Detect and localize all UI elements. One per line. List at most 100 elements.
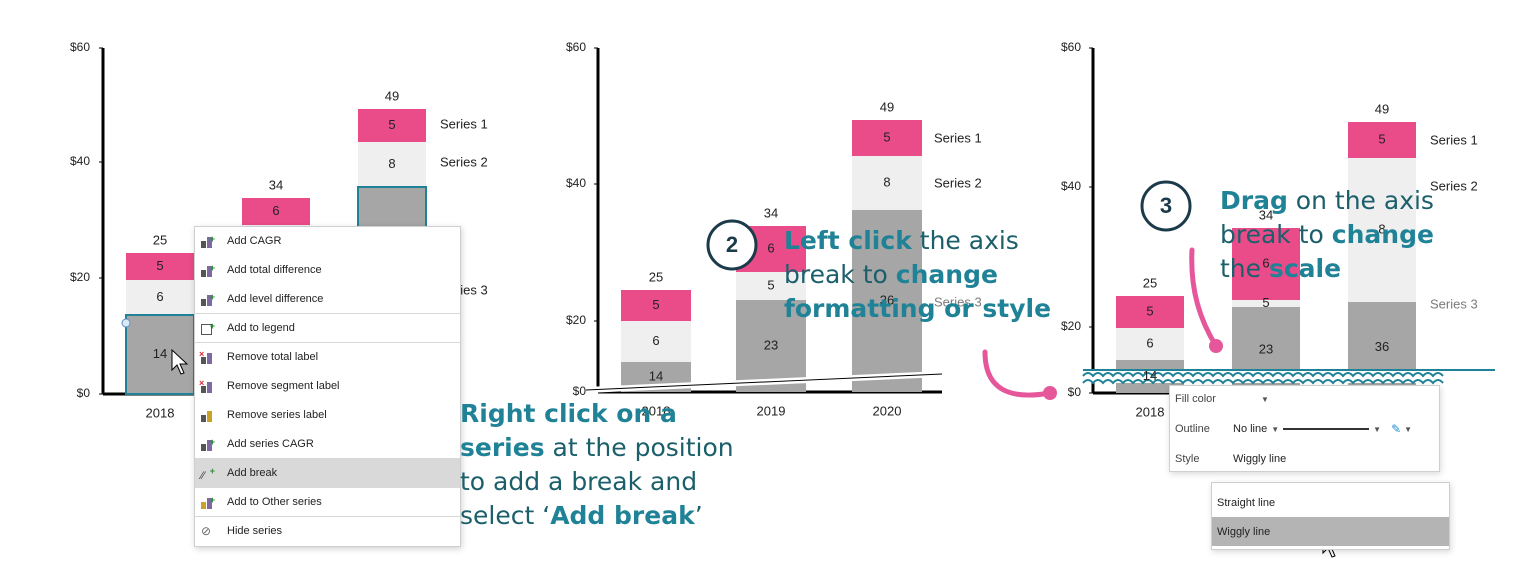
segment-label: 8 xyxy=(883,174,890,189)
selection-handle xyxy=(121,318,131,328)
pen-color-dropdown-icon[interactable]: ▼ xyxy=(1404,424,1413,434)
segment-label: 8 xyxy=(388,156,395,171)
segment-label: 5 xyxy=(652,297,659,312)
style-dropdown: Straight line Wiggly line xyxy=(1211,482,1450,550)
step-1-text-3: to add a break and xyxy=(460,467,698,496)
menu-item-add-level-difference[interactable]: +Add level difference xyxy=(195,285,460,314)
y-tick-label: $40 xyxy=(1061,179,1081,193)
menu-item-remove-total-label[interactable]: ×Remove total label xyxy=(199,348,319,364)
segment-label: 5 xyxy=(388,117,395,132)
axis-break-wiggly xyxy=(1082,372,1444,378)
menu-item-add-total-difference[interactable]: +Add total difference xyxy=(195,256,460,285)
segment-label: 6 xyxy=(767,240,774,255)
bar-segment xyxy=(621,290,691,321)
total-label: 34 xyxy=(269,177,283,192)
segment-label: 6 xyxy=(156,289,163,304)
segment-label: 23 xyxy=(764,337,778,352)
bar-segment xyxy=(1348,158,1416,302)
y-tick-label: $20 xyxy=(70,270,90,284)
menu-item-hide-series[interactable]: ⊘Hide series xyxy=(201,523,283,538)
other-series-icon: + xyxy=(201,495,215,509)
bar-segment xyxy=(621,321,691,362)
bar-segment xyxy=(736,272,806,300)
total-label: 34 xyxy=(1259,207,1273,222)
segment-label: 36 xyxy=(1375,339,1389,354)
step-3-text-3: the xyxy=(1220,254,1269,283)
total-label: 25 xyxy=(1143,275,1157,290)
style-row: Style Wiggly line xyxy=(1170,448,1439,470)
y-tick-label: $40 xyxy=(566,176,586,190)
line-style-swatch[interactable] xyxy=(1283,428,1370,430)
menu-item-add-cagr[interactable]: +Add CAGR xyxy=(195,227,460,256)
outline-row: Outline No line ▼ ▼ ✎ ▼ xyxy=(1170,418,1439,440)
menu-item-add-series-cagr[interactable]: +Add series CAGR xyxy=(195,430,460,459)
segment-label: 5 xyxy=(156,258,163,273)
total-label: 25 xyxy=(153,232,167,247)
segment-label: 23 xyxy=(1259,341,1273,356)
remove-total-label-icon: × xyxy=(199,349,215,364)
outline-value[interactable]: No line xyxy=(1233,423,1268,435)
series-label: Series 2 xyxy=(1430,178,1478,193)
axis-break-line xyxy=(585,373,943,391)
bar-segment xyxy=(852,120,922,156)
y-tick-label: $60 xyxy=(70,40,90,54)
total-label: 49 xyxy=(880,99,894,114)
remove-segment-label-icon: × xyxy=(199,378,215,393)
bar-segment xyxy=(358,109,426,142)
category-label: 2018 xyxy=(642,403,671,418)
menu-item-add-break[interactable]: ∕∕+Add break xyxy=(195,459,460,488)
segment-label: 36 xyxy=(880,292,894,307)
series-label: Series 1 xyxy=(440,116,488,131)
add-break-icon: ∕∕+ xyxy=(201,465,215,482)
step-number: 3 xyxy=(1160,193,1172,218)
segment-label: 14 xyxy=(153,346,167,361)
context-menu: +Add CAGR +Add total difference +Add lev… xyxy=(194,226,461,547)
bar-segment xyxy=(126,253,194,280)
category-label: 2019 xyxy=(757,403,786,418)
fill-color-row: Fill color ▼ xyxy=(1170,388,1439,410)
y-tick-label: $60 xyxy=(566,40,586,54)
series-cagr-icon: + xyxy=(201,437,215,451)
menu-item-add-to-other-series[interactable]: +Add to Other series xyxy=(195,488,460,517)
style-label: Style xyxy=(1175,453,1200,465)
segment-label: 5 xyxy=(1378,131,1385,146)
axis-break-wiggly xyxy=(1082,379,1444,385)
segment-label: 5 xyxy=(1146,303,1153,318)
bar-segment xyxy=(126,280,194,315)
format-panel: Fill color ▼ Outline No line ▼ ▼ ✎ ▼ Sty… xyxy=(1169,385,1440,472)
step-number-circle xyxy=(706,219,758,271)
step-2-text-2: break to xyxy=(784,260,896,289)
bar-segment xyxy=(852,156,922,210)
series-label: Series 1 xyxy=(1430,132,1478,147)
bar-segment xyxy=(126,315,194,394)
menu-item-add-to-legend[interactable]: +Add to legend xyxy=(195,314,460,343)
step-2-text: Left click the axis break to change form… xyxy=(784,224,1084,326)
series-label: Series 2 xyxy=(440,154,488,169)
category-label: 2018 xyxy=(1136,404,1165,419)
bar-segment xyxy=(242,198,310,225)
total-difference-icon: + xyxy=(201,263,215,277)
style-option-wiggly[interactable]: Wiggly line xyxy=(1212,517,1449,546)
step-3-text-2: break to xyxy=(1220,220,1332,249)
series-label: Series 3 xyxy=(1430,296,1478,311)
style-value[interactable]: Wiggly line xyxy=(1233,453,1287,465)
y-tick-label: $60 xyxy=(1061,40,1081,54)
chart-3 xyxy=(1082,47,1495,395)
pen-color-icon[interactable]: ✎ xyxy=(1391,422,1402,436)
series-label: Series 2 xyxy=(934,175,982,190)
menu-item-remove-segment-label[interactable]: ×Remove segment label xyxy=(199,377,340,393)
bar-segment xyxy=(1348,122,1416,158)
menu-item-remove-series-label[interactable]: Remove series label xyxy=(195,401,460,430)
fill-color-dropdown[interactable]: ▼ xyxy=(1261,394,1269,404)
bar-segment xyxy=(736,300,806,392)
pink-arrow-head xyxy=(1209,339,1223,353)
category-label: 2020 xyxy=(873,403,902,418)
step-1-strong-3: Add break xyxy=(550,501,695,530)
outline-dropdown-icon[interactable]: ▼ xyxy=(1271,424,1280,434)
segment-label: 5 xyxy=(1262,295,1269,310)
fill-color-label: Fill color xyxy=(1175,393,1216,405)
y-tick-label: $40 xyxy=(70,154,90,168)
level-difference-icon: + xyxy=(201,292,215,306)
style-option-straight[interactable]: Straight line xyxy=(1217,496,1276,509)
line-style-dropdown-icon[interactable]: ▼ xyxy=(1373,424,1382,434)
